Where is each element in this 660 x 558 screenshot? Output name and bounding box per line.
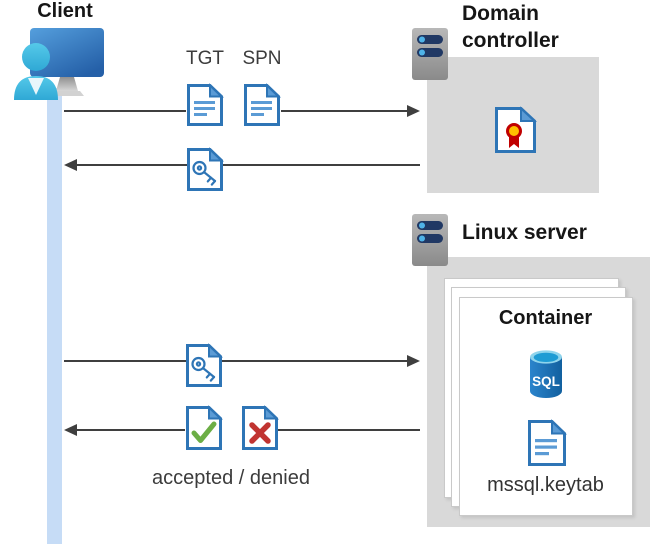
arrow-key-return-line: [76, 164, 420, 166]
keytab-document-icon: [528, 419, 567, 466]
accepted-check-document-icon: [186, 405, 223, 450]
arrow-result-head-icon: [64, 424, 77, 436]
arrow-key-return-head-icon: [64, 159, 77, 171]
client-computer-icon: [14, 28, 104, 100]
arrow-tgt-head-icon: [407, 105, 420, 117]
spn-label: SPN: [242, 48, 282, 69]
arrow-result-line-left: [76, 429, 185, 431]
linux-server-label: Linux server: [462, 221, 587, 244]
denied-x-document-icon: [242, 405, 279, 450]
sql-database-icon: SQL: [530, 350, 562, 398]
key-document-icon: [186, 343, 223, 387]
domain-controller-label-line2: controller: [462, 29, 559, 52]
arrow-result-line-right: [278, 429, 420, 431]
domain-controller-server-icon: [412, 28, 448, 80]
accepted-denied-label: accepted / denied: [152, 467, 310, 489]
key-document-icon: [187, 147, 224, 191]
certificate-document-icon: [495, 106, 537, 153]
container-title: Container: [498, 307, 593, 329]
client-label: Client: [37, 0, 93, 22]
spn-document-icon: [244, 83, 281, 126]
arrow-tgt-line-right: [281, 110, 408, 112]
sql-icon-text: SQL: [532, 374, 560, 389]
tgt-document-icon: [187, 83, 224, 126]
linux-server-icon: [412, 214, 448, 266]
container-card: [459, 297, 633, 516]
domain-controller-label: Domain controller: [462, 0, 559, 54]
arrow-key-send-line: [64, 360, 408, 362]
tgt-label: TGT: [186, 48, 224, 69]
arrow-key-send-head-icon: [407, 355, 420, 367]
keytab-label: mssql.keytab: [487, 474, 604, 496]
domain-controller-label-line1: Domain: [462, 2, 540, 25]
arrow-tgt-line-left: [64, 110, 186, 112]
client-lifeline: [47, 88, 62, 544]
